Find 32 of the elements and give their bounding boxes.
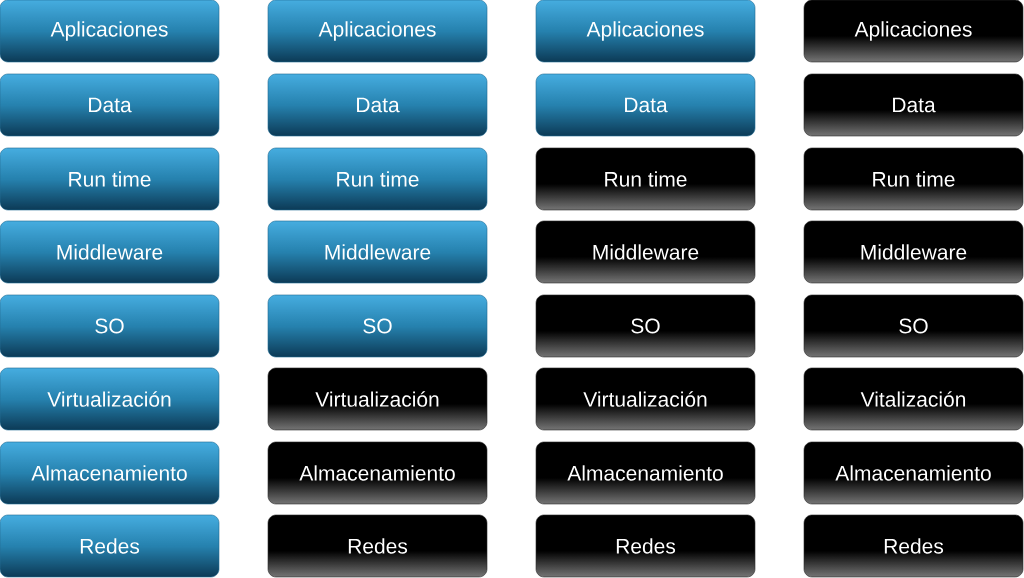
layer-label: SO [631,318,660,334]
layer-label: Run time [605,171,687,187]
layer-label: SO [363,318,392,334]
layer-label: Virtualización [47,391,171,407]
layer-label: Almacenamiento [299,465,455,481]
layer-label: Aplicaciones [586,21,704,41]
layer-label: Middleware [861,244,967,260]
layer-label: Redes [616,538,676,554]
layer-label: Data [625,97,668,113]
layer-label: Aplicaciones [50,21,168,41]
layer-label: Run time [69,171,151,187]
layer-label: Redes [884,538,944,554]
layer-label: Vitalización [860,391,966,407]
layer-label: Run time [337,171,419,187]
layer-label: SO [95,318,124,334]
layer-label: Data [89,97,132,113]
layer-label: Middleware [593,244,699,260]
layer-label: SO [899,318,928,334]
layer-label: Data [893,97,936,113]
layer-label: Redes [348,538,408,554]
layer-label: Redes [80,538,140,554]
layer-label: Almacenamiento [835,465,991,481]
layer-label: Virtualización [583,391,707,407]
layer-label: Aplicaciones [854,21,972,41]
layer-label: Aplicaciones [318,21,436,41]
layer-label: Almacenamiento [31,465,187,481]
layer-label: Virtualización [315,391,439,407]
layer-label: Data [357,97,400,113]
layer-label: Middleware [325,244,431,260]
layer-label: Almacenamiento [567,465,723,481]
layer-label: Run time [873,171,955,187]
layer-label: Middleware [57,244,163,260]
